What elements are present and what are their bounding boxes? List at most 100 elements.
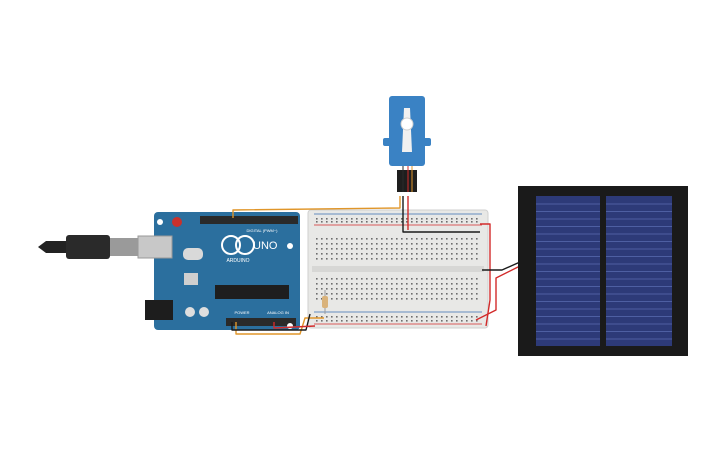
breadboard-hole bbox=[411, 320, 413, 322]
breadboard-hole bbox=[366, 316, 368, 318]
breadboard-hole bbox=[346, 253, 348, 255]
breadboard-hole bbox=[446, 238, 448, 240]
breadboard-hole bbox=[446, 258, 448, 260]
breadboard-hole bbox=[421, 218, 423, 220]
breadboard-hole bbox=[351, 278, 353, 280]
breadboard-hole bbox=[436, 258, 438, 260]
breadboard-hole bbox=[391, 221, 393, 223]
breadboard-hole bbox=[401, 248, 403, 250]
breadboard-hole bbox=[326, 320, 328, 322]
breadboard-hole bbox=[346, 221, 348, 223]
breadboard-hole bbox=[396, 288, 398, 290]
breadboard-hole bbox=[386, 278, 388, 280]
wire-panel-positive bbox=[475, 265, 521, 321]
breadboard-hole bbox=[411, 316, 413, 318]
breadboard-hole bbox=[426, 316, 428, 318]
breadboard-hole bbox=[331, 278, 333, 280]
breadboard-hole bbox=[326, 221, 328, 223]
breadboard-hole bbox=[461, 320, 463, 322]
solar-cell-column-2 bbox=[606, 196, 672, 346]
breadboard-hole bbox=[456, 293, 458, 295]
breadboard-hole bbox=[466, 283, 468, 285]
breadboard-hole bbox=[326, 253, 328, 255]
breadboard-hole bbox=[356, 253, 358, 255]
breadboard-hole bbox=[476, 283, 478, 285]
breadboard-hole bbox=[411, 238, 413, 240]
breadboard-hole bbox=[361, 253, 363, 255]
breadboard-hole bbox=[331, 298, 333, 300]
breadboard-hole bbox=[381, 283, 383, 285]
breadboard-hole bbox=[471, 293, 473, 295]
breadboard-hole bbox=[436, 288, 438, 290]
breadboard-hole bbox=[321, 248, 323, 250]
usb-plug-metal bbox=[110, 238, 138, 256]
breadboard-hole bbox=[421, 288, 423, 290]
breadboard-hole bbox=[476, 248, 478, 250]
breadboard-hole bbox=[351, 298, 353, 300]
breadboard-hole bbox=[341, 320, 343, 322]
usb-cable[interactable] bbox=[38, 235, 138, 259]
breadboard-hole bbox=[466, 293, 468, 295]
breadboard-hole bbox=[471, 243, 473, 245]
breadboard-hole bbox=[441, 253, 443, 255]
breadboard-hole bbox=[461, 248, 463, 250]
breadboard-hole bbox=[321, 293, 323, 295]
breadboard-hole bbox=[381, 258, 383, 260]
micro-servo[interactable] bbox=[383, 96, 431, 192]
breadboard-hole bbox=[326, 288, 328, 290]
breadboard-hole bbox=[321, 221, 323, 223]
breadboard-hole bbox=[351, 238, 353, 240]
breadboard-hole bbox=[436, 293, 438, 295]
breadboard-hole bbox=[316, 293, 318, 295]
breadboard-hole bbox=[351, 243, 353, 245]
capacitor-1 bbox=[185, 307, 195, 317]
reset-button[interactable] bbox=[172, 217, 182, 227]
breadboard-hole bbox=[466, 278, 468, 280]
breadboard-hole bbox=[406, 253, 408, 255]
breadboard-hole bbox=[356, 293, 358, 295]
arduino-uno[interactable]: ARDUINO UNO DIGITAL (PWM~) POWER ANALOG … bbox=[137, 212, 300, 330]
breadboard-hole bbox=[376, 238, 378, 240]
breadboard-hole bbox=[336, 218, 338, 220]
breadboard-hole bbox=[451, 320, 453, 322]
breadboard-hole bbox=[341, 288, 343, 290]
wire-rail-bridge bbox=[480, 223, 491, 327]
breadboard-hole bbox=[476, 221, 478, 223]
solar-panel[interactable] bbox=[518, 186, 688, 356]
breadboard-hole bbox=[461, 253, 463, 255]
breadboard-hole bbox=[456, 238, 458, 240]
analog-power-header bbox=[226, 318, 296, 326]
breadboard-hole bbox=[361, 283, 363, 285]
crystal bbox=[183, 248, 203, 260]
breadboard-hole bbox=[356, 288, 358, 290]
wire-servo-ground bbox=[402, 196, 480, 233]
breadboard-hole bbox=[361, 248, 363, 250]
breadboard-hole bbox=[441, 258, 443, 260]
breadboard-hole bbox=[471, 288, 473, 290]
breadboard-hole bbox=[316, 253, 318, 255]
breadboard-hole bbox=[471, 248, 473, 250]
breadboard-hole bbox=[316, 288, 318, 290]
breadboard-hole bbox=[351, 248, 353, 250]
resistor[interactable] bbox=[322, 290, 328, 314]
breadboard-hole bbox=[441, 316, 443, 318]
breadboard-center-channel bbox=[312, 266, 484, 272]
breadboard-hole bbox=[446, 316, 448, 318]
breadboard-hole bbox=[451, 248, 453, 250]
breadboard-hole bbox=[326, 293, 328, 295]
breadboard-hole bbox=[371, 243, 373, 245]
power-jack bbox=[145, 300, 173, 320]
breadboard[interactable] bbox=[307, 209, 489, 329]
breadboard-hole bbox=[316, 298, 318, 300]
breadboard-hole bbox=[436, 320, 438, 322]
breadboard-hole bbox=[406, 316, 408, 318]
breadboard-hole bbox=[451, 253, 453, 255]
breadboard-hole bbox=[346, 316, 348, 318]
breadboard-hole bbox=[426, 238, 428, 240]
breadboard-hole bbox=[431, 221, 433, 223]
breadboard-hole bbox=[356, 278, 358, 280]
breadboard-hole bbox=[361, 258, 363, 260]
power-header-label: POWER bbox=[234, 310, 249, 315]
breadboard-hole bbox=[441, 221, 443, 223]
breadboard-hole bbox=[331, 253, 333, 255]
